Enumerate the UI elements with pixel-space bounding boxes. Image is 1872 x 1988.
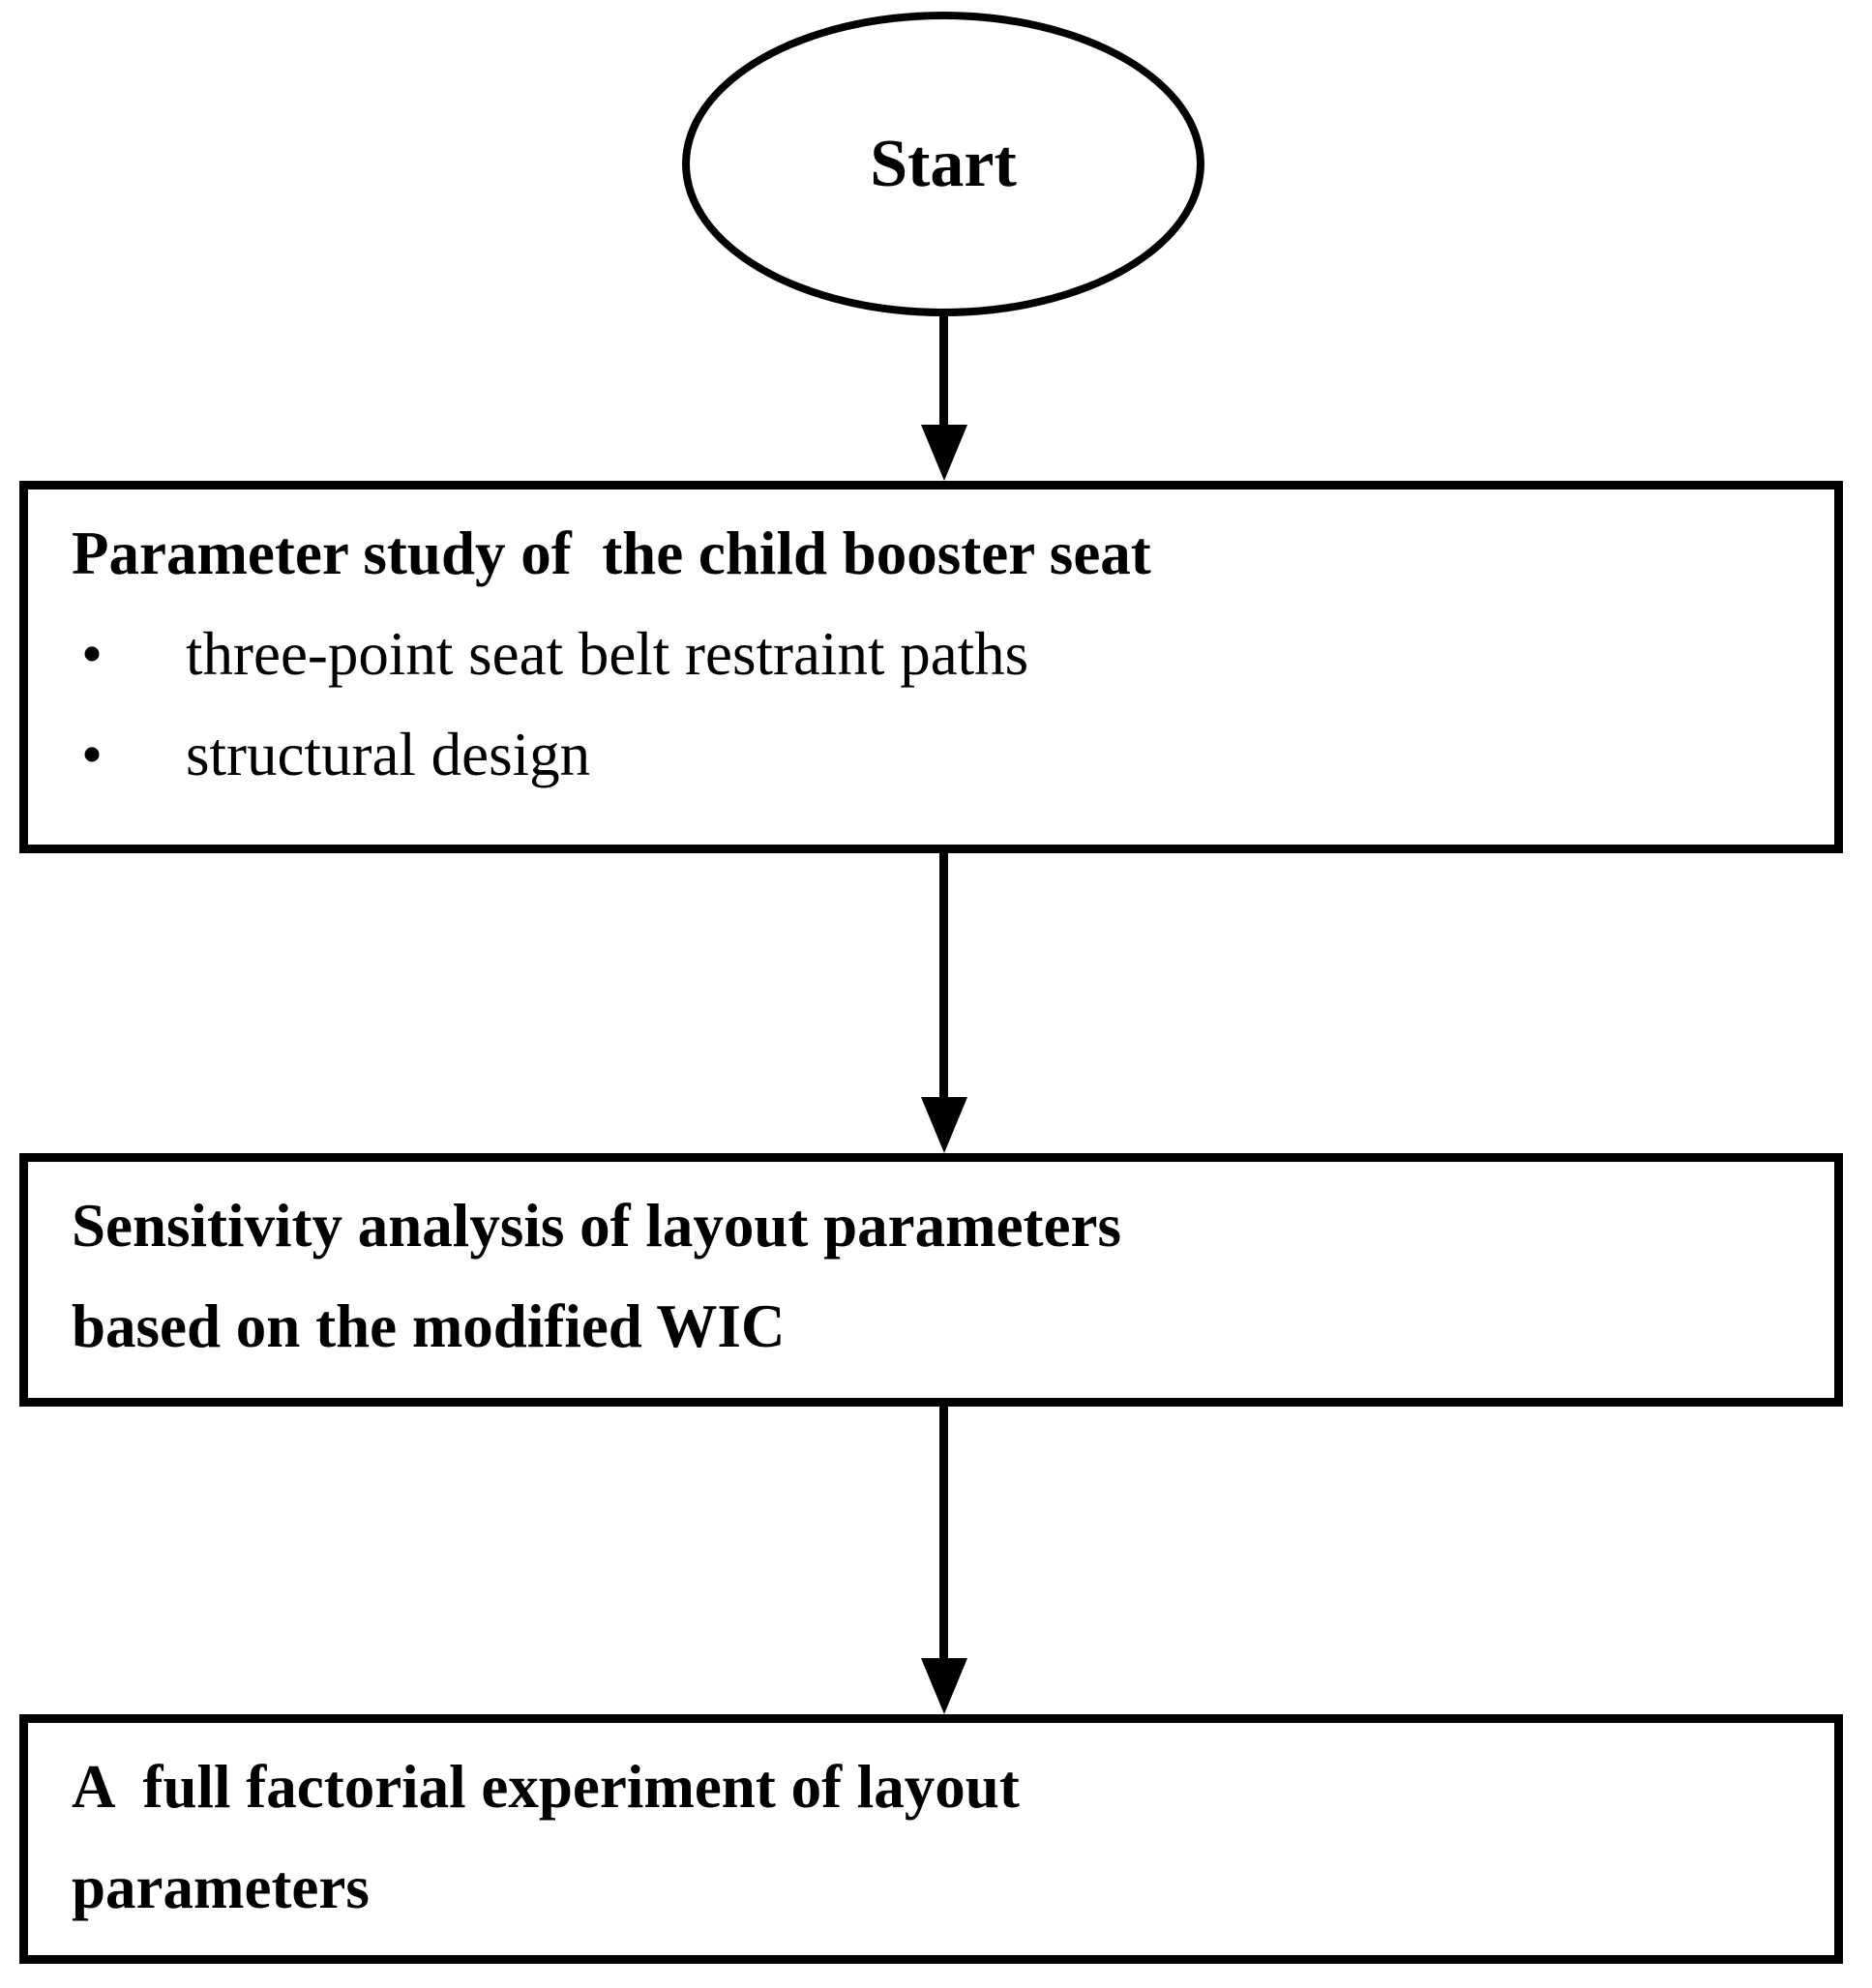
- bullet-icon: •: [81, 620, 104, 688]
- arrow-line: [939, 316, 948, 430]
- bullet-item: • three-point seat belt restraint paths: [72, 604, 1796, 704]
- arrow-head-icon: [921, 1658, 967, 1714]
- process-box-full-factorial-experiment: A full factorial experiment of layout pa…: [19, 1714, 1843, 1964]
- start-node-label: Start: [870, 126, 1017, 201]
- process-box-sensitivity-analysis: Sensitivity analysis of layout parameter…: [19, 1153, 1843, 1407]
- arrow-line: [939, 853, 948, 1103]
- process-box-text-line: based on the modified WIC: [72, 1292, 786, 1360]
- bullet-icon: •: [81, 721, 104, 788]
- bullet-item-label: three-point seat belt restraint paths: [186, 620, 1029, 688]
- process-box-parameter-study: Parameter study of the child booster sea…: [19, 481, 1843, 853]
- bullet-item: • structural design: [72, 704, 1796, 805]
- arrow-head-icon: [921, 425, 967, 481]
- start-node: Start: [682, 12, 1204, 316]
- arrow-line: [939, 1407, 948, 1662]
- arrow-head-icon: [921, 1097, 967, 1153]
- process-box-title: Parameter study of the child booster sea…: [72, 519, 1151, 587]
- process-box-text-line: parameters: [72, 1854, 370, 1921]
- bullet-item-label: structural design: [186, 721, 591, 788]
- process-box-text-line: Sensitivity analysis of layout parameter…: [72, 1192, 1121, 1260]
- process-box-text-line: A full factorial experiment of layout: [72, 1753, 1020, 1821]
